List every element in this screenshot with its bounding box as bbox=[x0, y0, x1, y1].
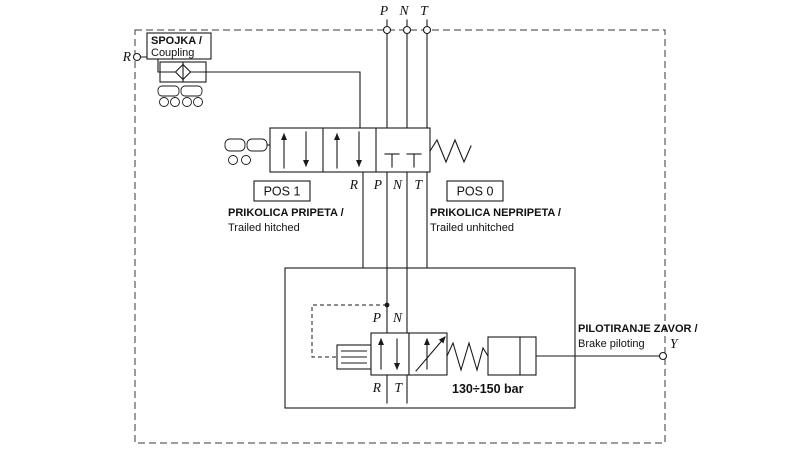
brake-label-sl: PILOTIRANJE ZAVOR / bbox=[578, 323, 698, 335]
coupling-label-en: Coupling bbox=[151, 47, 194, 59]
pilot-tap-dashed-line bbox=[311, 304, 387, 358]
right-port-y-label: Y bbox=[670, 336, 679, 351]
main-valve-port-n: N bbox=[392, 177, 403, 192]
pilot-port-r: R bbox=[372, 380, 382, 395]
port-node-y bbox=[658, 351, 668, 361]
pilot-port-n: N bbox=[392, 310, 403, 325]
valve-actuator-symbol bbox=[224, 138, 271, 165]
junction-dot bbox=[384, 302, 390, 308]
pos1-label: POS 1 bbox=[264, 185, 301, 199]
top-port-lines bbox=[386, 19, 428, 129]
top-port-p-label: P bbox=[379, 3, 388, 18]
pilot-port-t: T bbox=[394, 380, 403, 395]
coupling-symbol bbox=[159, 61, 207, 83]
coupling-label-box bbox=[146, 32, 212, 60]
pilot-port-p: P bbox=[372, 310, 381, 325]
brake-label-en: Brake piloting bbox=[578, 338, 645, 350]
top-port-n-label: N bbox=[398, 3, 409, 18]
port-node-r bbox=[132, 52, 142, 62]
pos1-box bbox=[253, 180, 311, 202]
pos1-desc-sl: PRIKOLICA PRIPETA / bbox=[228, 207, 344, 219]
top-port-t-label: T bbox=[420, 3, 429, 18]
port-node-t bbox=[422, 25, 432, 35]
main-valve-port-t: T bbox=[414, 177, 423, 192]
left-port-r-label: R bbox=[122, 49, 132, 64]
valve-spring-icon bbox=[429, 138, 472, 164]
system-boundary bbox=[134, 29, 666, 444]
quick-coupler-symbol bbox=[157, 85, 203, 107]
pos0-box bbox=[446, 180, 504, 202]
coupling-line bbox=[139, 56, 361, 129]
valve-to-block-lines bbox=[362, 171, 428, 334]
pilot-valve-assembly bbox=[336, 332, 537, 376]
pos0-label: POS 0 bbox=[457, 185, 494, 199]
port-node-n bbox=[402, 25, 412, 35]
pressure-setting-label: 130÷150 bar bbox=[452, 382, 524, 396]
coupling-label-sl: SPOJKA / bbox=[151, 35, 202, 47]
port-node-p bbox=[382, 25, 392, 35]
main-directional-valve bbox=[269, 127, 431, 173]
pilot-return-lines bbox=[386, 374, 408, 404]
pos0-desc-sl: PRIKOLICA NEPRIPETA / bbox=[430, 207, 561, 219]
pilot-block-outline bbox=[284, 267, 576, 409]
pos0-desc-en: Trailed unhitched bbox=[430, 222, 514, 234]
pos1-desc-en: Trailed hitched bbox=[228, 222, 300, 234]
main-valve-port-r: R bbox=[349, 177, 359, 192]
main-valve-port-p: P bbox=[373, 177, 382, 192]
